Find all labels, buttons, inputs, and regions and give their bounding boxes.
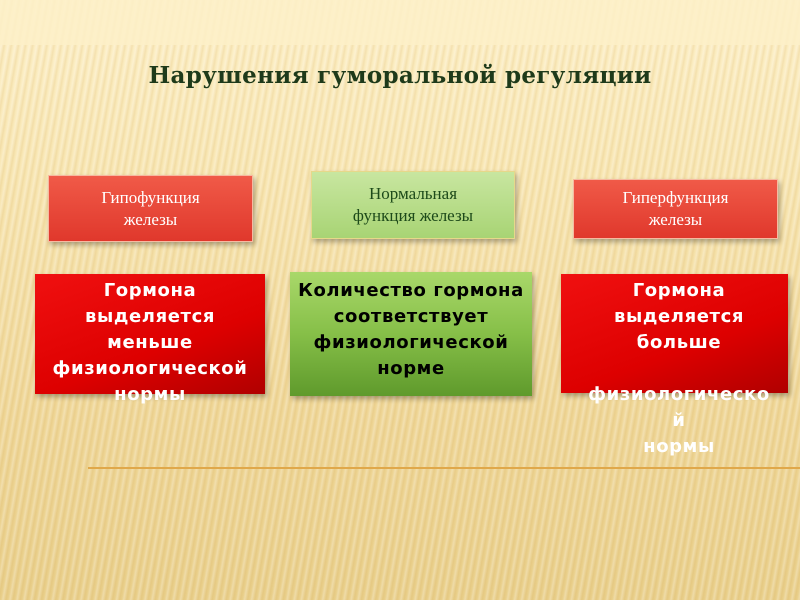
hyperfunction-text: Гормона выделяется больше физиологическо… xyxy=(588,280,770,457)
hyperfunction-box xyxy=(561,274,788,393)
hypofunction-header: Гипофункция железы xyxy=(48,175,253,242)
hypofunction-box xyxy=(35,274,265,394)
normal-function-box xyxy=(290,272,532,396)
divider-line xyxy=(88,467,800,469)
hyperfunction-header: Гиперфункция железы xyxy=(573,179,778,239)
normal-function-text: Количество гормона соответствует физиоло… xyxy=(298,280,524,379)
normal-function-header: Нормальная функция железы xyxy=(311,171,515,239)
background-fade xyxy=(0,0,800,45)
slide-title: Нарушения гуморальной регуляции xyxy=(148,62,652,89)
hypofunction-text: Гормона выделяется меньше физиологическо… xyxy=(52,280,248,405)
